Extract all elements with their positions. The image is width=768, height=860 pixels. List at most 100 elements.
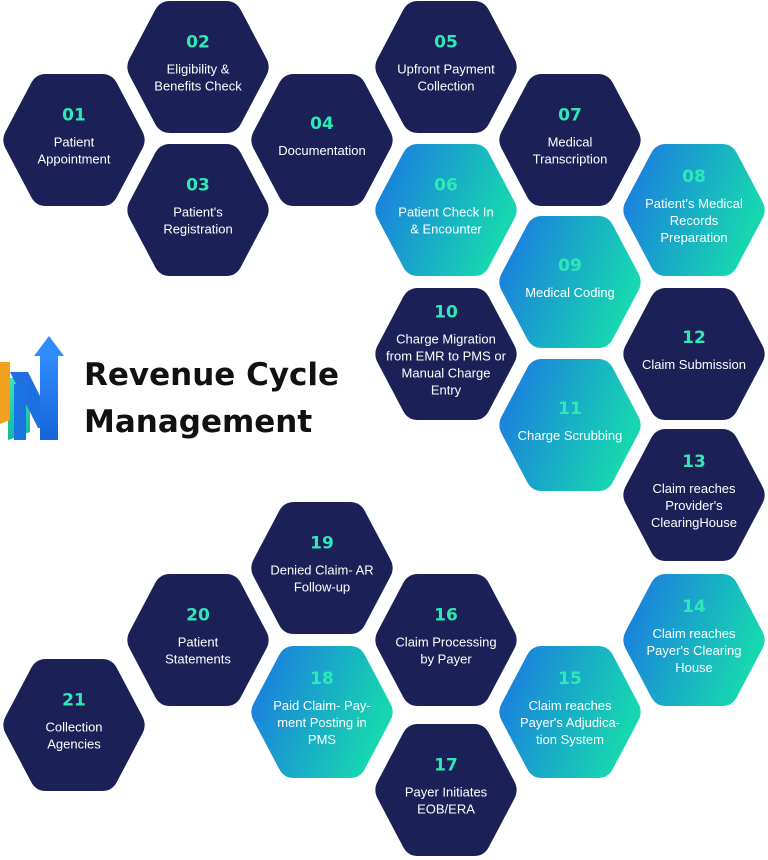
step-label-line: Upfront Payment: [397, 62, 495, 77]
step-hexagon: [499, 74, 641, 206]
step-label-line: Collection: [45, 720, 102, 735]
step-label-line: Medical: [548, 135, 593, 150]
step-label-line: Preparation: [660, 230, 727, 245]
step-label-line: Denied Claim- AR: [270, 563, 373, 578]
step-hexagon: [375, 574, 517, 706]
step-label-line: Appointment: [38, 152, 111, 167]
step-label-line: Payer's Adjudica-: [520, 715, 620, 730]
step-number: 05: [434, 33, 458, 53]
step-number: 18: [310, 669, 334, 689]
step-hexagon: [623, 429, 765, 561]
step-label-line: Patient's: [173, 205, 223, 220]
step-number: 06: [434, 176, 458, 196]
step-number: 02: [186, 33, 210, 53]
step-label-line: Medical Coding: [525, 285, 615, 300]
step-number: 13: [682, 452, 706, 472]
step-number: 17: [434, 756, 458, 776]
step-label-line: Provider's: [665, 498, 723, 513]
step-label-line: Transcription: [533, 152, 608, 167]
step-label-line: tion System: [536, 732, 604, 747]
step-label-line: Documentation: [278, 143, 365, 158]
step-number: 08: [682, 167, 706, 187]
step-number: 16: [434, 606, 458, 626]
step-hexagon: [251, 502, 393, 634]
step-label-line: House: [675, 660, 713, 675]
step-label-line: Patient's Medical: [645, 196, 743, 211]
step-hexagon: [499, 646, 641, 778]
step-label-line: Claim Submission: [642, 357, 746, 372]
step-number: 09: [558, 256, 582, 276]
step-label-line: Eligibility &: [167, 62, 230, 77]
step-label-line: from EMR to PMS or: [386, 349, 507, 364]
step-number: 11: [558, 399, 582, 419]
step-label-line: Patient Check In: [398, 205, 493, 220]
step-number: 19: [310, 534, 334, 554]
step-hexagon: [623, 288, 765, 420]
step-label-line: Patient: [54, 135, 95, 150]
step-hexagon: [375, 724, 517, 856]
step-number: 21: [62, 691, 86, 711]
step-hexagon: [499, 216, 641, 348]
step-label-line: Claim reaches: [652, 626, 736, 641]
step-number: 15: [558, 669, 582, 689]
step-label-line: Payer Initiates: [405, 785, 488, 800]
step-hexagon: [127, 144, 269, 276]
step-label-line: ment Posting in: [277, 715, 367, 730]
step-hexagon: [127, 574, 269, 706]
step-label-line: Records: [670, 213, 719, 228]
title-line-2: Management: [84, 404, 312, 440]
step-label-line: Paid Claim- Pay-: [273, 698, 371, 713]
title-line-1: Revenue Cycle: [84, 357, 339, 393]
step-hexagon: [3, 659, 145, 791]
step-number: 10: [434, 303, 458, 323]
step-label-line: Charge Migration: [396, 332, 496, 347]
step-label-line: Claim reaches: [528, 698, 612, 713]
step-label-line: Registration: [163, 222, 232, 237]
step-label-line: Charge Scrubbing: [518, 428, 623, 443]
step-label-line: by Payer: [420, 652, 472, 667]
step-number: 20: [186, 606, 210, 626]
step-label-line: Claim reaches: [652, 481, 736, 496]
step-label-line: PMS: [308, 732, 337, 747]
step-label-line: Manual Charge: [402, 366, 491, 381]
step-number: 12: [682, 328, 706, 348]
step-hexagon: [251, 74, 393, 206]
step-number: 03: [186, 176, 210, 196]
step-label-line: Patient: [178, 635, 219, 650]
step-hexagon: [251, 646, 393, 778]
step-label-line: EOB/ERA: [417, 802, 475, 817]
step-label-line: Statements: [165, 652, 231, 667]
step-hexagon: [623, 574, 765, 706]
step-number: 04: [310, 114, 334, 134]
step-label-line: Benefits Check: [154, 79, 242, 94]
step-hexagon: [499, 359, 641, 491]
growth-arrow-logo-icon: [0, 336, 64, 440]
step-number: 01: [62, 106, 86, 126]
step-hexagon: [3, 74, 145, 206]
step-hexagon: [375, 1, 517, 133]
step-hexagon: [375, 144, 517, 276]
step-label-line: ClearingHouse: [651, 515, 737, 530]
step-label-line: Agencies: [47, 737, 101, 752]
